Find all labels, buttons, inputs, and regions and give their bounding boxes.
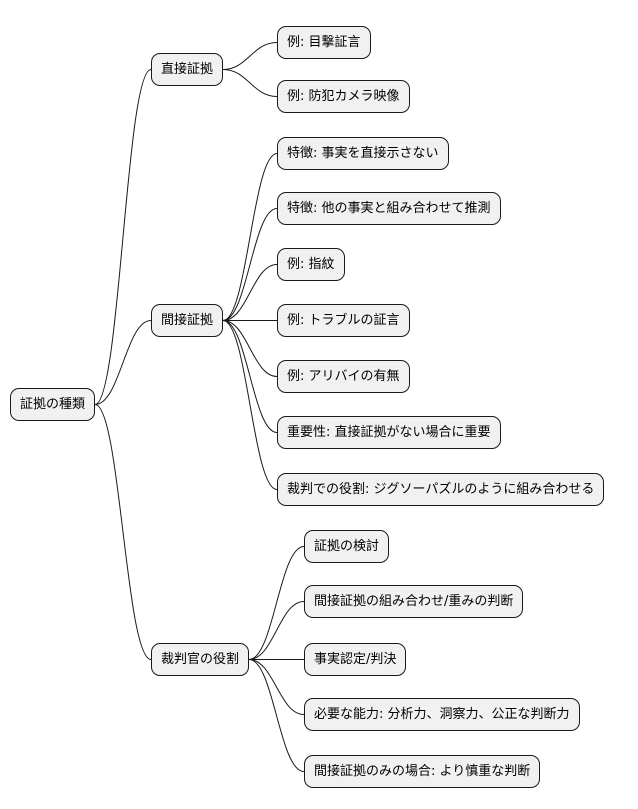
leaf-node: 間接証拠のみの場合: より慎重な判断 — [304, 755, 541, 788]
edge-branch-to-leaf — [248, 659, 305, 772]
edge-branch-to-leaf — [248, 601, 305, 660]
edge-branch-to-leaf — [222, 320, 278, 490]
edge-root-to-branch — [94, 69, 152, 405]
edge-branch-to-leaf — [223, 42, 278, 70]
branch-node-direct-evidence: 直接証拠 — [151, 53, 224, 86]
edge-branch-to-leaf — [222, 153, 278, 321]
leaf-node: 特徴: 事実を直接示さない — [277, 137, 449, 170]
leaf-node: 重要性: 直接証拠がない場合に重要 — [277, 416, 501, 449]
edge-branch-to-leaf — [222, 208, 278, 321]
branch-node-indirect-evidence: 間接証拠 — [151, 304, 224, 337]
leaf-node: 裁判での役割: ジグソーパズルのように組み合わせる — [277, 473, 605, 506]
leaf-node: 例: アリバイの有無 — [277, 360, 410, 393]
edge-branch-to-leaf — [222, 320, 278, 433]
leaf-node: 例: トラブルの証言 — [277, 304, 410, 337]
leaf-node: 特徴: 他の事実と組み合わせて推測 — [277, 192, 501, 225]
leaf-node: 間接証拠の組み合わせ/重みの判断 — [304, 585, 524, 618]
leaf-node: 例: 指紋 — [277, 248, 345, 281]
edge-branch-to-leaf — [248, 659, 305, 715]
edge-branch-to-leaf — [222, 264, 278, 321]
leaf-node: 例: 目撃証言 — [277, 26, 371, 59]
root-node: 証拠の種類 — [10, 388, 96, 421]
branch-node-judge-role: 裁判官の役割 — [151, 643, 250, 676]
edge-branch-to-leaf — [248, 546, 305, 660]
edge-root-to-branch — [94, 404, 152, 660]
leaf-node: 例: 防犯カメラ映像 — [277, 80, 410, 113]
edge-root-to-branch — [94, 320, 152, 405]
edge-branch-to-leaf — [223, 69, 278, 97]
edge-branch-to-leaf — [222, 320, 278, 377]
leaf-node: 必要な能力: 分析力、洞察力、公正な判断力 — [304, 698, 580, 731]
leaf-node: 証拠の検討 — [304, 530, 390, 563]
leaf-node: 事実認定/判決 — [304, 643, 407, 676]
